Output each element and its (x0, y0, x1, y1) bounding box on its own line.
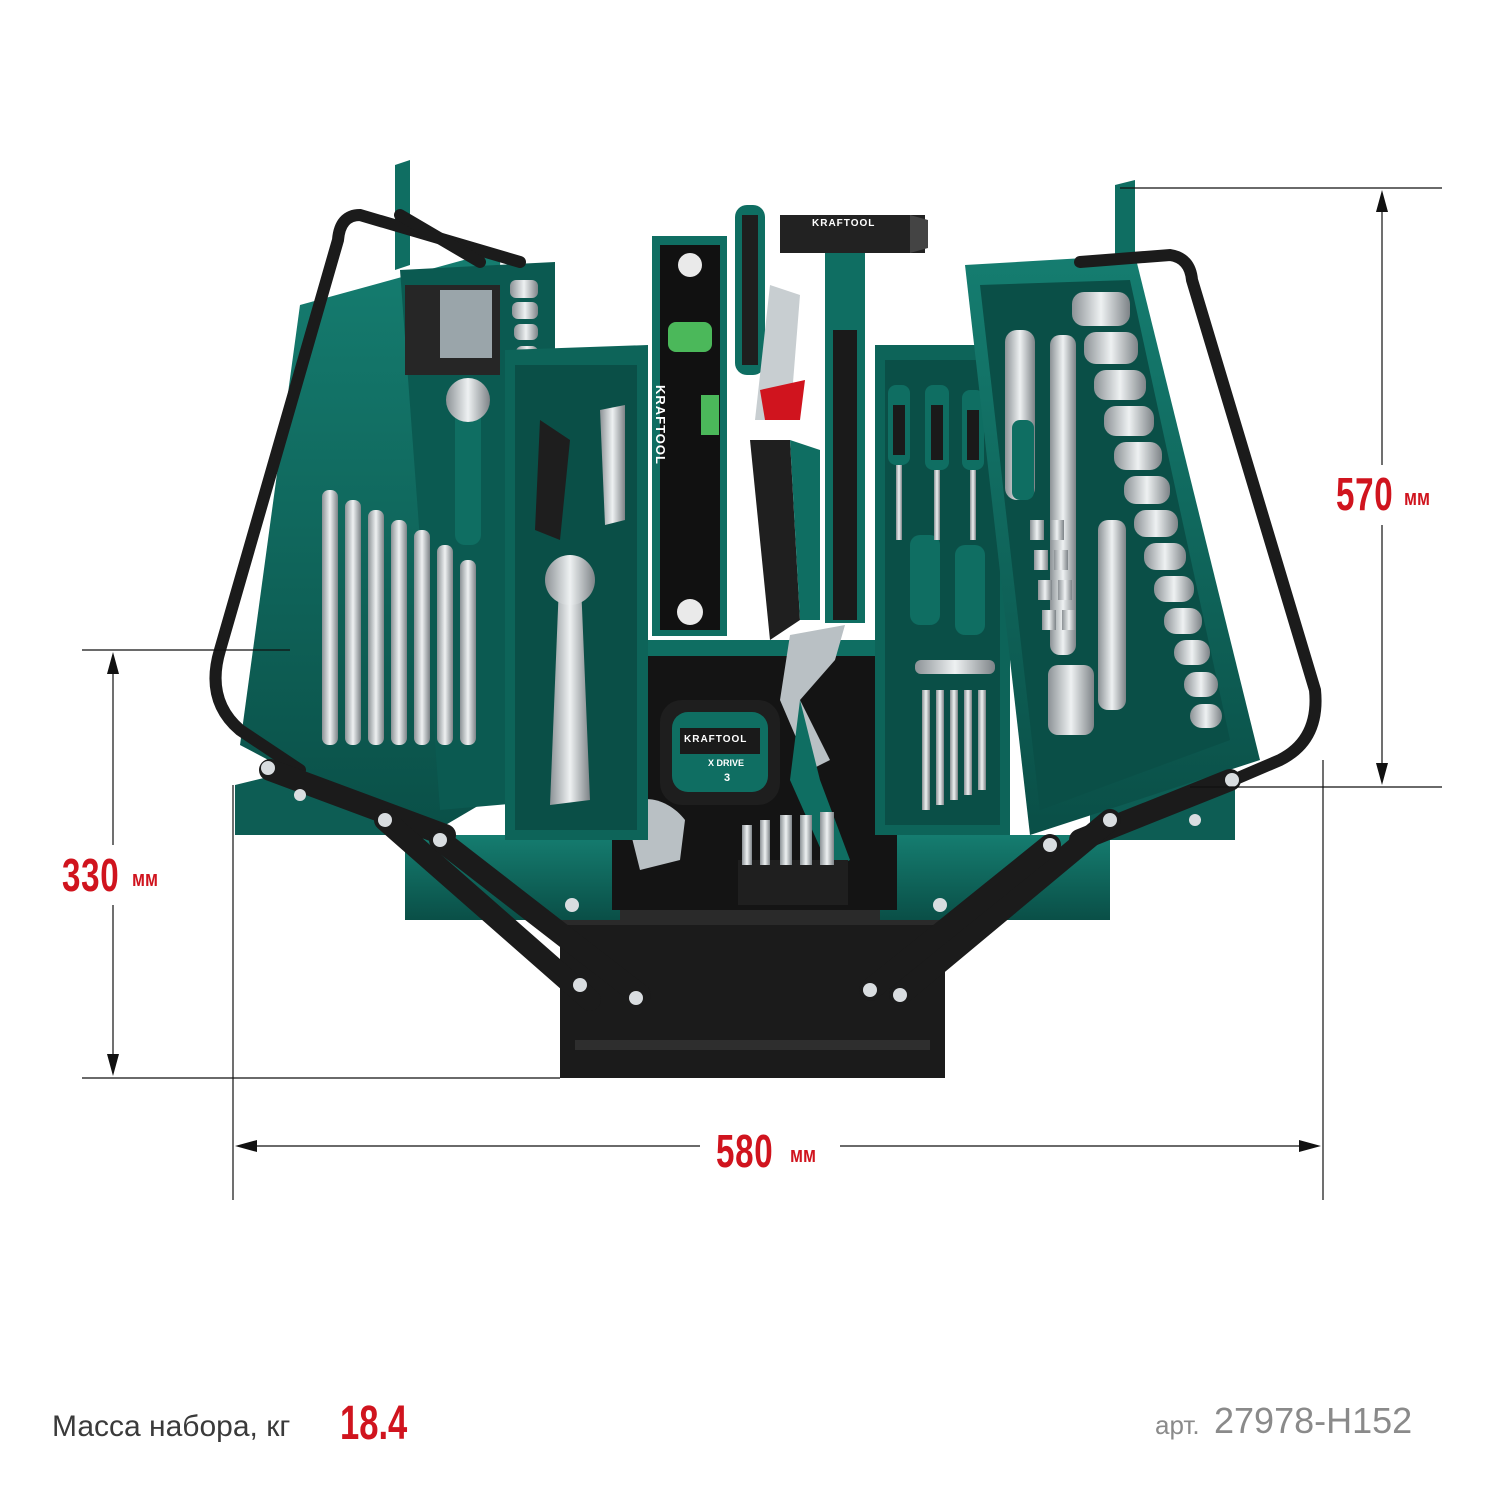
tin-snips (735, 205, 820, 640)
level-logo-text: KRAFTOOL (653, 385, 668, 465)
hammer (780, 215, 928, 623)
dimension-580-value: 580 (716, 1125, 774, 1177)
rivets (261, 761, 1239, 1005)
hammer-logo-text: KRAFTOOL (812, 218, 876, 229)
article-value: 27978-H152 (1214, 1400, 1413, 1441)
dimension-330-unit: мм (132, 866, 159, 891)
dimension-330-value: 330 (62, 849, 120, 901)
tape-measure (660, 700, 780, 805)
article-label: арт. (1155, 1410, 1200, 1440)
mass-label: Масса набора, кг (52, 1410, 291, 1443)
tape-number-text: 3 (724, 772, 731, 784)
center-compartment (612, 625, 897, 910)
dimension-570-value: 570 (1336, 468, 1394, 520)
tape-model-text: X DRIVE (708, 758, 745, 768)
right-middle-tray (875, 345, 1010, 835)
linkage-arms (259, 759, 1241, 1011)
dimension-580-unit: мм (790, 1142, 817, 1167)
dimension-570-unit: мм (1404, 485, 1431, 510)
right-handle (1074, 248, 1322, 796)
tape-logo-text: KRAFTOOL (684, 734, 748, 745)
right-upper-tray (965, 180, 1260, 835)
spirit-level (652, 236, 727, 636)
left-middle-tray (505, 345, 648, 840)
dimension-arrowheads (107, 190, 1388, 1152)
mass-value: 18.4 (340, 1397, 408, 1450)
dimension-lines (82, 187, 1442, 1200)
